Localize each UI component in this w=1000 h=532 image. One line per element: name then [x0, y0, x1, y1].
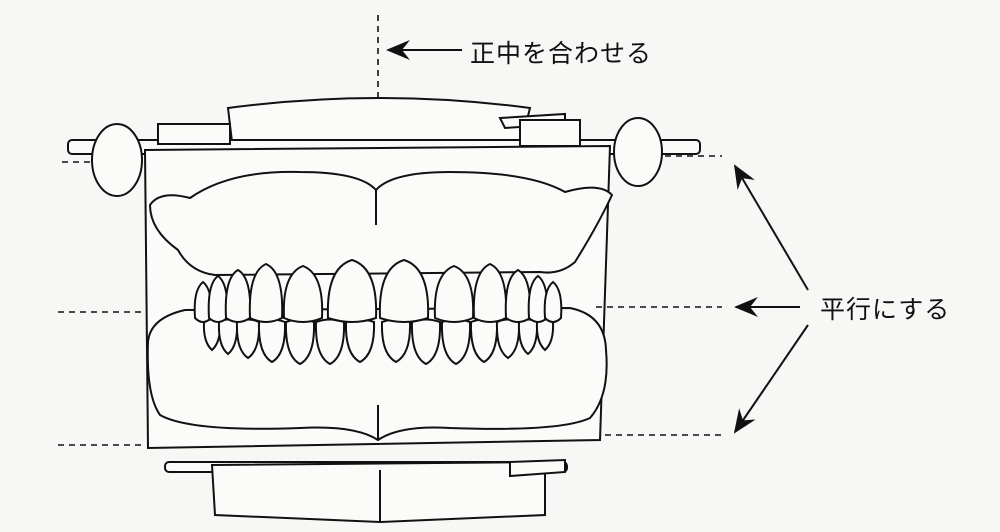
- upper-tooth-10: [504, 268, 532, 323]
- upper-tooth-3: [224, 268, 252, 323]
- upper-tooth-6: [326, 258, 378, 323]
- teeth-group: [193, 258, 563, 366]
- upper-gum: [148, 170, 614, 277]
- upper-clamp: [157, 123, 231, 145]
- upper-tooth-2: [207, 274, 229, 323]
- upper-tooth-9: [472, 262, 508, 323]
- upper-block: [519, 119, 581, 147]
- left-knob: [91, 123, 143, 197]
- upper-tooth-4: [248, 262, 284, 323]
- arrow-bottom: [733, 324, 809, 434]
- upper-tooth-11: [527, 274, 549, 323]
- upper-tooth-12: [543, 280, 563, 323]
- lower-mounting-plate: [210, 460, 546, 524]
- lower-pin: [509, 458, 566, 478]
- parallel-label: 平行にする: [820, 295, 951, 324]
- upper-tooth-7: [378, 258, 430, 323]
- upper-tooth-5: [282, 264, 324, 323]
- midline-label: 正中を合わせる: [470, 39, 653, 68]
- right-knob: [613, 117, 663, 187]
- upper-mounting-plate: [226, 97, 532, 144]
- arrow-top: [733, 164, 809, 291]
- upper-tooth-8: [433, 264, 475, 323]
